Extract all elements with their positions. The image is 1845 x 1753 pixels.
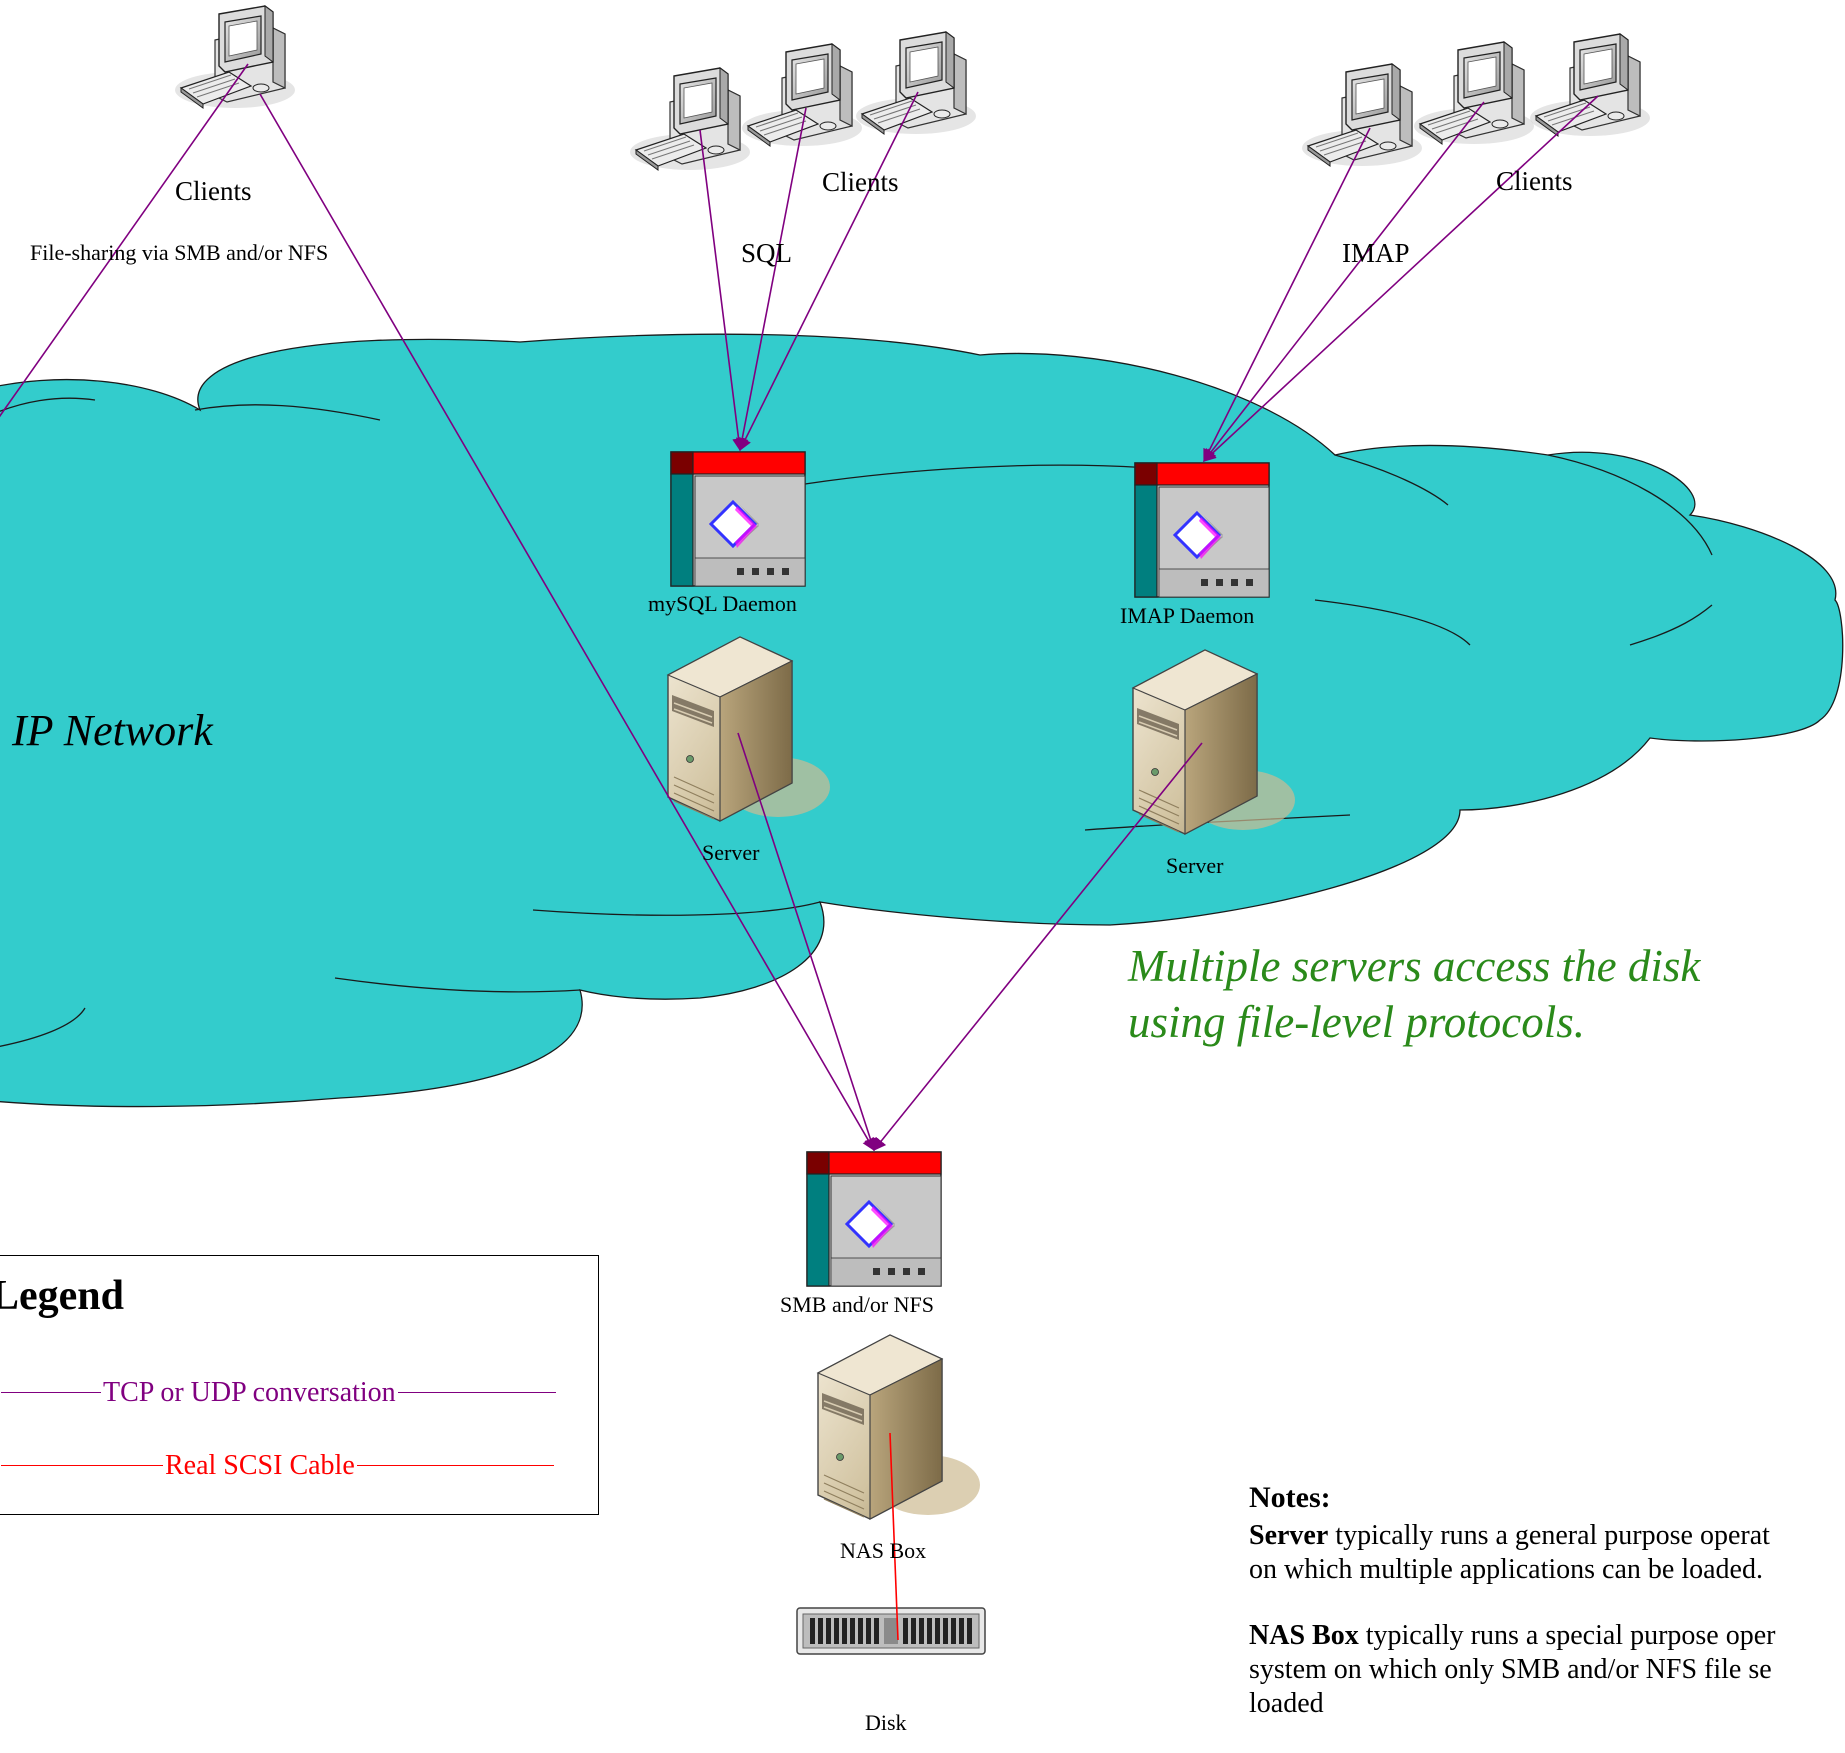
client-pc-mid-3 bbox=[855, 31, 977, 135]
notes-nas-text: typically runs a special purpose oper bbox=[1358, 1620, 1776, 1651]
client-pc-mid-1 bbox=[629, 67, 751, 171]
notes-nas-paragraph: NAS Box typically runs a special purpose… bbox=[1249, 1619, 1845, 1721]
legend-row-scsi: Real SCSI Cable bbox=[1, 1450, 554, 1482]
mysql-daemon-icon bbox=[669, 450, 807, 588]
callout-text: Multiple servers access the disk using f… bbox=[1128, 938, 1700, 1050]
tcp-conversation-lines bbox=[0, 63, 1599, 1152]
file-sharing-protocol-label: File-sharing via SMB and/or NFS bbox=[30, 240, 329, 265]
nas-box-tower bbox=[817, 1334, 981, 1520]
disk-array-icon bbox=[796, 1607, 986, 1655]
legend-tcp-label: TCP or UDP conversation bbox=[101, 1377, 398, 1409]
nas-box-label: NAS Box bbox=[840, 1538, 927, 1563]
notes-title: Notes: bbox=[1249, 1481, 1331, 1514]
smb-nfs-daemon-label: SMB and/or NFS bbox=[780, 1292, 935, 1317]
notes-nas-term: NAS Box bbox=[1249, 1620, 1359, 1651]
notes-server-text: typically runs a general purpose operat bbox=[1328, 1520, 1770, 1551]
imap-daemon-label: IMAP Daemon bbox=[1120, 603, 1255, 628]
legend-row-tcp: TCP or UDP conversation bbox=[1, 1377, 556, 1409]
client-pc-right-3 bbox=[1529, 33, 1651, 137]
legend-scsi-label: Real SCSI Cable bbox=[163, 1450, 357, 1482]
clients-label-middle: Clients bbox=[822, 167, 899, 197]
cloud-inner-arcs bbox=[0, 397, 1713, 1047]
client-pc-right-2 bbox=[1413, 41, 1535, 145]
legend-title: Legend bbox=[0, 1273, 125, 1319]
smb-nfs-daemon-icon bbox=[805, 1150, 943, 1288]
server-label-right: Server bbox=[1166, 853, 1224, 878]
sql-protocol-label: SQL bbox=[741, 238, 793, 268]
notes-server-paragraph: Server typically runs a general purpose … bbox=[1249, 1519, 1845, 1587]
notes-panel: Notes: Server typically runs a general p… bbox=[1249, 1481, 1845, 1753]
client-pc-left bbox=[174, 5, 296, 109]
clients-label-left: Clients bbox=[175, 176, 252, 206]
notes-server-term: Server bbox=[1249, 1520, 1329, 1551]
notes-server-text-2: on which multiple applications can be lo… bbox=[1249, 1554, 1763, 1585]
ip-network-cloud bbox=[0, 333, 1844, 1108]
ip-network-label: IP Network bbox=[12, 706, 213, 755]
scsi-cable-line bbox=[889, 1432, 899, 1641]
clients-label-right: Clients bbox=[1496, 166, 1573, 196]
client-pc-right-1 bbox=[1301, 63, 1423, 167]
imap-protocol-label: IMAP bbox=[1342, 238, 1410, 268]
notes-nas-text-2: system on which only SMB and/or NFS file… bbox=[1249, 1654, 1772, 1685]
mysql-daemon-label: mySQL Daemon bbox=[648, 591, 797, 616]
imap-daemon-icon bbox=[1133, 461, 1271, 599]
callout-line-2: using file-level protocols. bbox=[1128, 997, 1585, 1047]
notes-nas-text-3: loaded bbox=[1249, 1688, 1324, 1719]
disk-label: Disk bbox=[865, 1710, 907, 1735]
legend-box: Legend TCP or UDP conversation Real SCSI… bbox=[0, 1255, 599, 1515]
server-label-left: Server bbox=[702, 840, 760, 865]
callout-line-1: Multiple servers access the disk bbox=[1128, 941, 1701, 991]
